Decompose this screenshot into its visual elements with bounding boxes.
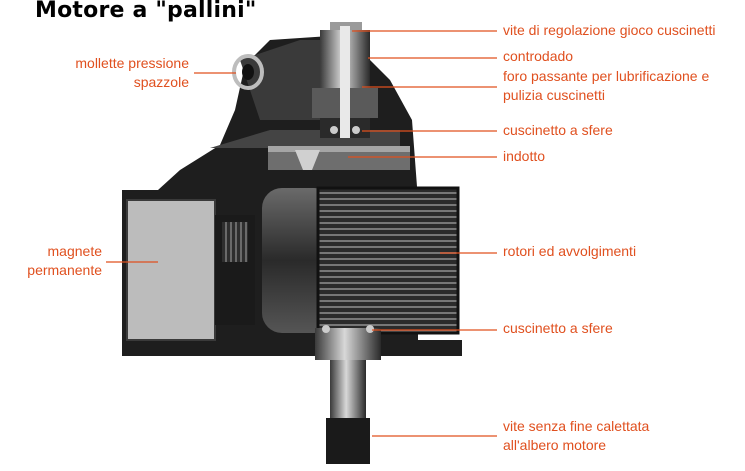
leader-lines: [106, 30, 497, 437]
label-controdado: controdado: [503, 48, 574, 64]
label-foro-line2: pulizia cuscinetti: [503, 87, 605, 103]
label-indotto: indotto: [503, 148, 546, 164]
label-vite-senza-fine-line1: vite senza fine calettata: [503, 418, 650, 434]
label-magnete-line2: permanente: [27, 262, 102, 278]
label-mollette-line2: spazzole: [133, 74, 189, 90]
label-foro-line1: foro passante per lubrificazione e: [503, 68, 710, 84]
armature-plate: [268, 146, 410, 170]
brush-spring: [232, 54, 264, 90]
adjusting-screw-assembly: [312, 22, 378, 138]
label-vite-regolazione: vite di regolazione gioco cuscinetti: [503, 22, 716, 38]
rotor-windings: [262, 186, 460, 335]
permanent-magnet: [126, 199, 255, 341]
output-shaft: [315, 325, 381, 464]
label-rotori: rotori ed avvolgimenti: [503, 243, 637, 259]
label-cuscinetto-bottom: cuscinetto a sfere: [503, 320, 613, 336]
label-cuscinetto-top: cuscinetto a sfere: [503, 122, 613, 138]
label-vite-senza-fine-line2: all'albero motore: [503, 437, 607, 453]
label-magnete-line1: magnete: [47, 243, 102, 259]
label-mollette-line1: mollette pressione: [75, 55, 189, 71]
page-title: Motore a "pallini": [35, 0, 257, 23]
